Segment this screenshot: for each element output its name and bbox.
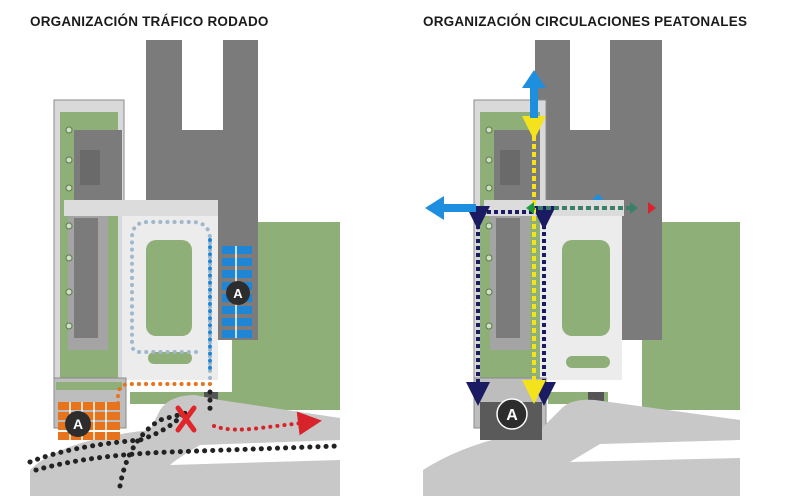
left-site-plan: A A <box>27 40 341 496</box>
route-lightblue-loop <box>130 220 212 382</box>
prohibited-cross <box>175 405 197 433</box>
road-r <box>423 399 740 496</box>
route-black <box>33 389 341 489</box>
marker-a-parking-label: A <box>233 286 243 301</box>
main-building-r <box>535 40 662 220</box>
green-area-east <box>232 222 340 410</box>
marker-a-lower <box>65 411 91 437</box>
pedestrian-exit-north-arrow <box>522 70 546 118</box>
right-site-plan: A <box>423 40 740 496</box>
green-courtyard <box>146 240 192 336</box>
marker-a-r <box>496 398 528 430</box>
left-panel-title: ORGANIZACIÓN TRÁFICO RODADO <box>30 14 269 29</box>
route-orange <box>116 382 212 412</box>
green-courtyard-r <box>562 240 610 336</box>
building-extension-r <box>620 200 662 340</box>
marker-a-lower-label: A <box>73 416 83 432</box>
route-red <box>212 411 322 436</box>
road <box>30 395 340 496</box>
marker-a-parking <box>226 281 250 305</box>
green-area-east-r <box>642 222 740 410</box>
tree-markers <box>65 126 73 330</box>
right-panel-title: ORGANIZACIÓN CIRCULACIONES PEATONALES <box>423 14 748 29</box>
main-building <box>146 40 258 220</box>
marker-a-r-label: A <box>506 407 518 424</box>
pedestrian-exit-west-arrow <box>425 196 476 220</box>
